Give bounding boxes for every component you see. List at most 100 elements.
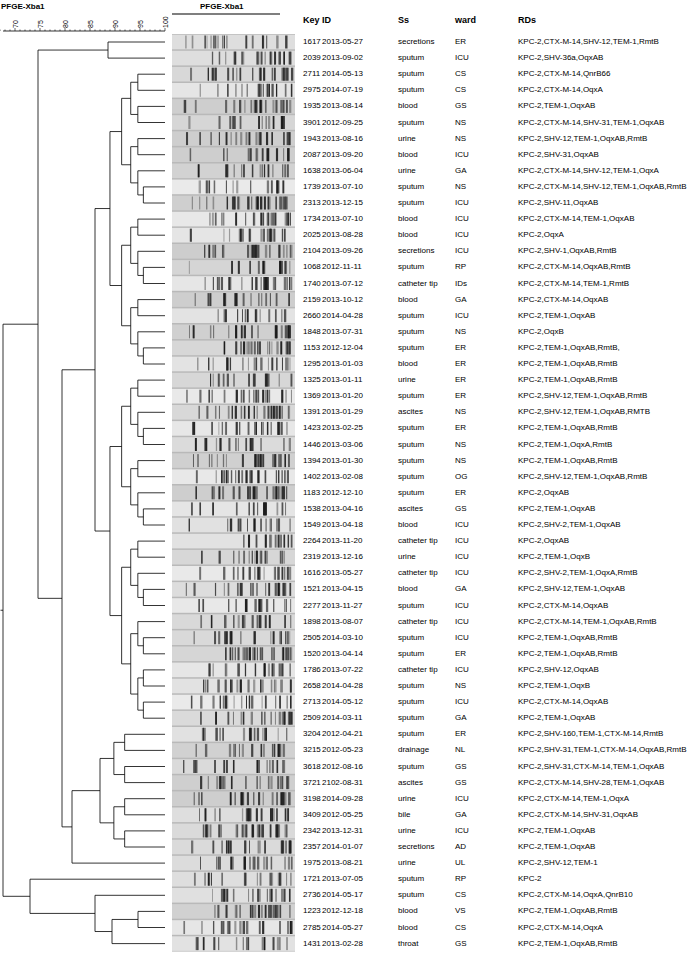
dendrogram-branch <box>138 106 165 107</box>
table-cell: urine <box>398 553 416 561</box>
table-cell: UL <box>455 859 465 867</box>
gel-band <box>281 325 283 338</box>
gel-band <box>245 213 247 226</box>
lane-ground <box>172 421 295 436</box>
gel-lane <box>172 598 295 613</box>
table-cell: KPC-2,SHV-31,OqxAB <box>518 151 599 159</box>
gel-band <box>262 728 263 741</box>
gel-lane <box>172 437 295 452</box>
dendrogram-branch <box>108 58 165 59</box>
gel-band <box>198 164 200 177</box>
gel-band <box>271 132 273 145</box>
gel-band <box>233 744 235 757</box>
gel-band <box>240 229 242 242</box>
gel-band <box>290 277 292 290</box>
gel-band <box>259 615 261 628</box>
gel-band <box>247 358 249 371</box>
scale-tick <box>165 28 166 31</box>
gel-band <box>282 164 283 177</box>
gel-band <box>221 873 223 886</box>
gel-band <box>279 663 281 676</box>
gel-band <box>248 937 250 950</box>
gel-band <box>243 857 245 870</box>
gel-lane <box>172 663 295 678</box>
dendrogram-branch <box>138 436 144 437</box>
gel-band <box>241 712 243 725</box>
gel-band <box>192 422 194 435</box>
gel-band <box>280 631 282 644</box>
gel-band <box>248 486 250 499</box>
dendrogram-branch <box>125 766 165 767</box>
gel-band <box>245 470 247 483</box>
gel-band <box>274 454 276 467</box>
scale-tick <box>160 30 161 32</box>
gel-band <box>265 100 267 113</box>
gel-band <box>248 406 250 419</box>
table-cell: ICU <box>455 312 469 320</box>
gel-band <box>199 132 200 145</box>
gel-lane <box>172 35 295 50</box>
gel-band <box>241 229 243 242</box>
gel-band <box>232 180 234 193</box>
table-cell: 2013-05-27 <box>322 38 363 46</box>
gel-band <box>267 148 269 161</box>
dendrogram-branch <box>138 911 165 912</box>
gel-band <box>248 132 250 145</box>
gel-band <box>272 663 274 676</box>
gel-band <box>233 374 235 387</box>
gel-band <box>260 197 262 210</box>
gel-band <box>257 647 258 660</box>
gel-band <box>194 293 196 306</box>
gel-band <box>219 776 221 789</box>
gel-band <box>242 808 243 821</box>
gel-band <box>251 744 253 757</box>
gel-band <box>225 615 227 628</box>
gel-band <box>246 599 247 612</box>
gel-lane <box>172 727 295 742</box>
gel-band <box>259 68 261 81</box>
table-cell: 1446 <box>303 441 321 449</box>
gel-band <box>271 180 273 193</box>
gel-band <box>195 438 197 451</box>
gel-band <box>278 454 280 467</box>
gel-band <box>197 760 198 773</box>
gel-band <box>269 615 270 628</box>
gel-band <box>209 245 211 258</box>
table-cell: KPC-2,TEM-1,OqxB <box>518 682 590 690</box>
gel-band <box>252 905 254 918</box>
scale-tick <box>95 30 96 32</box>
table-cell: ICU <box>455 521 469 529</box>
gel-band <box>277 776 279 789</box>
gel-band <box>284 551 286 564</box>
gel-band <box>272 663 273 676</box>
lane-ground <box>172 743 295 758</box>
lane-ground <box>172 486 295 501</box>
gel-band <box>263 68 265 81</box>
gel-lane <box>172 904 295 919</box>
gel-band <box>213 197 215 210</box>
gel-band <box>255 358 257 371</box>
gel-band <box>245 599 247 612</box>
gel-band <box>289 889 291 902</box>
gel-band <box>226 841 228 854</box>
gel-band <box>269 197 271 210</box>
gel-band <box>262 36 264 49</box>
gel-band <box>258 390 260 403</box>
gel-band <box>276 808 278 821</box>
gel-band <box>198 792 199 805</box>
gel-band <box>227 148 228 161</box>
table-cell: 2013-10-12 <box>322 296 363 304</box>
dendrogram-branch <box>122 98 131 99</box>
table-cell: NS <box>455 408 466 416</box>
table-cell: 2014-09-28 <box>322 795 363 803</box>
table-cell: sputum <box>398 344 424 352</box>
table-cell: 2509 <box>303 714 321 722</box>
table-cell: secretions <box>398 38 434 46</box>
gel-band <box>260 438 261 451</box>
table-cell: ICU <box>455 666 469 674</box>
table-cell: ICU <box>455 247 469 255</box>
gel-band <box>258 905 260 918</box>
table-cell: blood <box>398 585 418 593</box>
gel-band <box>200 712 202 725</box>
scale-number: 70 <box>12 20 19 28</box>
